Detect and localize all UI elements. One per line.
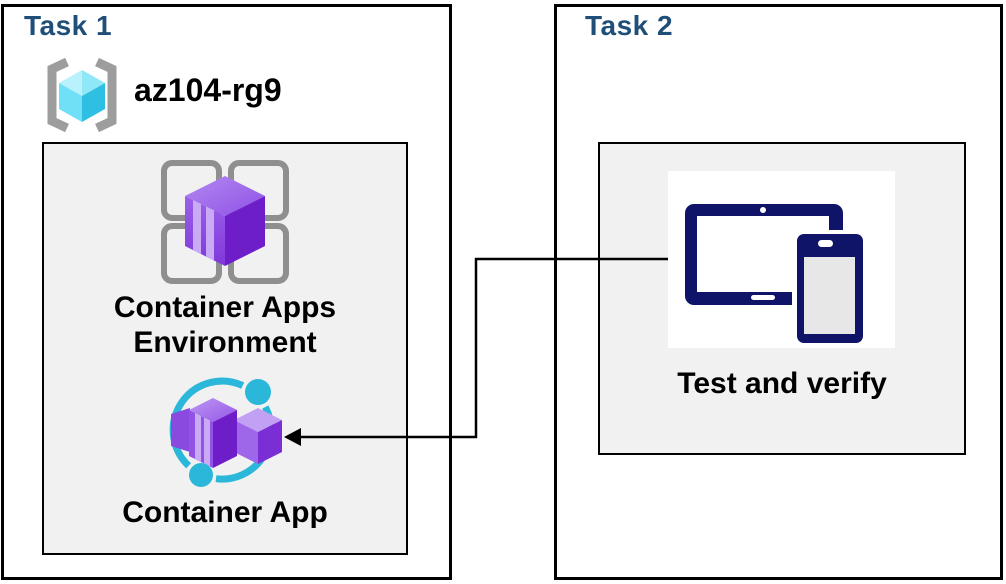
container-app-icon [169, 377, 282, 487]
environment-label-line1: Container Apps [113, 291, 337, 324]
device-card [668, 171, 895, 348]
container-apps-environment-icon [161, 160, 289, 284]
test-and-verify-label: Test and verify [677, 367, 887, 400]
resource-group-name: az104-rg9 [134, 72, 282, 108]
environment-label-line2: Environment [133, 326, 317, 359]
environment-label: Container Apps Environment [42, 290, 408, 360]
task2-title: Task 2 [585, 10, 674, 41]
container-app-label: Container App [122, 496, 328, 529]
task1-title: Task 1 [24, 10, 113, 41]
tablet-and-phone-icon [685, 204, 867, 347]
azure-resource-group-icon [47, 57, 117, 133]
